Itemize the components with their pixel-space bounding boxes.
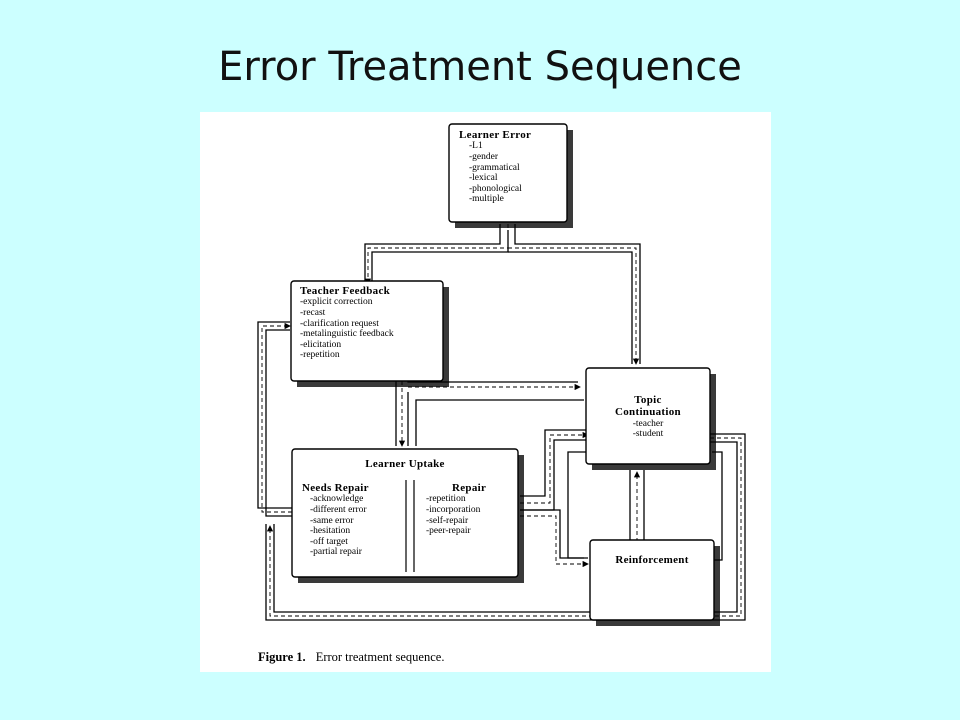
diagram-drawing [257, 123, 746, 626]
caption-text: Error treatment sequence. [315, 650, 445, 664]
needs-repair-item: -different error [310, 504, 367, 515]
learner-error-item: -phonological [469, 183, 522, 194]
teacher-feedback-item: -metalinguistic feedback [300, 329, 394, 340]
learner-error-box: Learner Error -L1 -gender -grammatical -… [459, 129, 531, 205]
learner-error-item: -multiple [469, 194, 504, 205]
needs-repair-group: Needs Repair -acknowledge -different err… [302, 482, 369, 558]
flow-channels [257, 224, 746, 621]
topic-continuation-box: Topic Continuation -teacher -student [586, 394, 710, 440]
teacher-feedback-box: Teacher Feedback -explicit correction -r… [300, 285, 394, 361]
teacher-feedback-item: -clarification request [300, 318, 379, 329]
topic-heading-1: Topic [634, 394, 662, 406]
boxes [290, 123, 715, 621]
learner-error-item: -grammatical [469, 162, 520, 173]
repair-group: Repair -repetition -incorporation -self-… [426, 482, 486, 537]
learner-error-heading: Learner Error [459, 129, 532, 141]
slide-title: Error Treatment Sequence [218, 44, 742, 90]
repair-item: -peer-repair [426, 526, 471, 537]
flow-diagram: Learner Error -L1 -gender -grammatical -… [200, 112, 771, 672]
learner-error-item: -lexical [469, 173, 498, 184]
topic-item: -teacher [632, 418, 664, 429]
figure-caption: Figure 1. Error treatment sequence. [258, 650, 444, 665]
repair-heading: Repair [452, 482, 487, 494]
teacher-feedback-item: -repetition [300, 350, 340, 361]
needs-repair-item: -partial repair [310, 547, 362, 558]
repair-item: -self-repair [426, 515, 469, 526]
teacher-feedback-item: -elicitation [300, 339, 342, 350]
teacher-feedback-heading: Teacher Feedback [300, 285, 391, 297]
learner-uptake-box: Learner Uptake [292, 458, 518, 470]
uptake-divider [405, 480, 415, 572]
learner-error-item: -gender [469, 151, 499, 162]
needs-repair-heading: Needs Repair [302, 482, 369, 494]
topic-item: -student [632, 429, 664, 440]
reinforcement-box: Reinforcement [590, 554, 714, 566]
teacher-feedback-item: -explicit correction [300, 297, 373, 308]
reinforcement-heading: Reinforcement [615, 554, 689, 566]
repair-item: -repetition [426, 494, 466, 505]
needs-repair-item: -acknowledge [310, 494, 364, 505]
topic-heading-2: Continuation [615, 406, 681, 419]
caption-label: Figure 1. [258, 650, 306, 664]
flow-dashes [261, 224, 742, 617]
learner-uptake-heading: Learner Uptake [365, 458, 445, 470]
needs-repair-item: -hesitation [310, 526, 351, 537]
needs-repair-item: -same error [310, 515, 354, 526]
repair-item: -incorporation [426, 504, 481, 515]
needs-repair-item: -off target [310, 536, 348, 547]
teacher-feedback-item: -recast [300, 307, 326, 318]
learner-error-item: -L1 [469, 141, 483, 152]
